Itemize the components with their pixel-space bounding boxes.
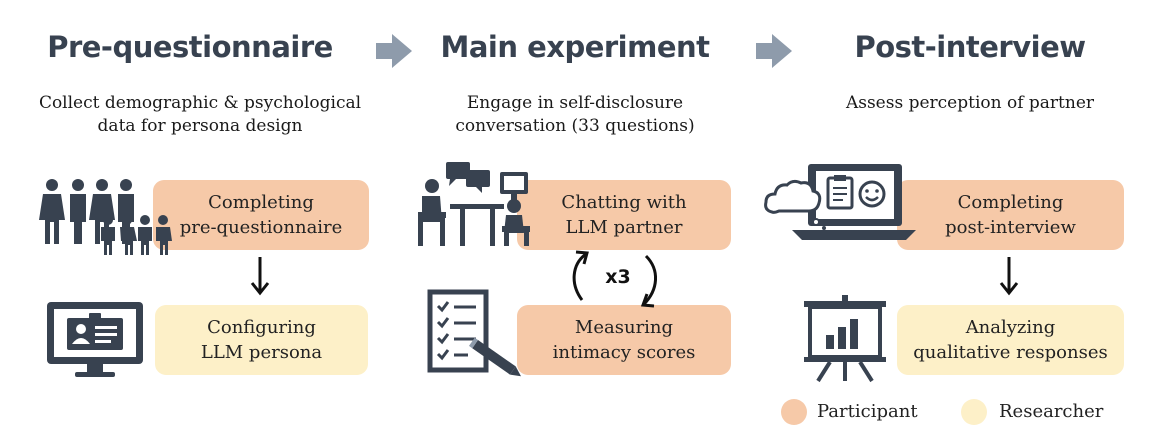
stage-description: Engage in self-disclosure conversation (… [455,93,695,136]
laptop-interview-icon [764,164,916,240]
legend-researcher-swatch [961,399,987,425]
stage-title-post-interview: Post-interview [854,30,1086,64]
monitor-profile-icon [47,302,143,377]
stage-description: Assess perception of partner [845,93,1095,113]
down-arrow-icon [999,257,1019,296]
legend-researcher-label: Researcher [999,401,1104,422]
stage-title-pre-questionnaire: Pre-questionnaire [47,30,333,64]
stage-description: Collect demographic & psychological data… [38,93,362,136]
checklist-icon [427,289,522,377]
stage-arrow-icon [756,34,792,68]
crowd-icon [39,179,172,255]
presentation-chart-icon [804,295,886,383]
stage-title-main-experiment: Main experiment [440,30,710,64]
loop-arrows-icon [572,250,657,308]
stage-arrow-icon [376,34,412,68]
chat-desk-icon [418,162,530,246]
legend-participant-label: Participant [817,401,918,422]
legend-participant-swatch [781,399,807,425]
loop-count-label: x3 [605,266,631,288]
down-arrow-icon [250,257,270,296]
